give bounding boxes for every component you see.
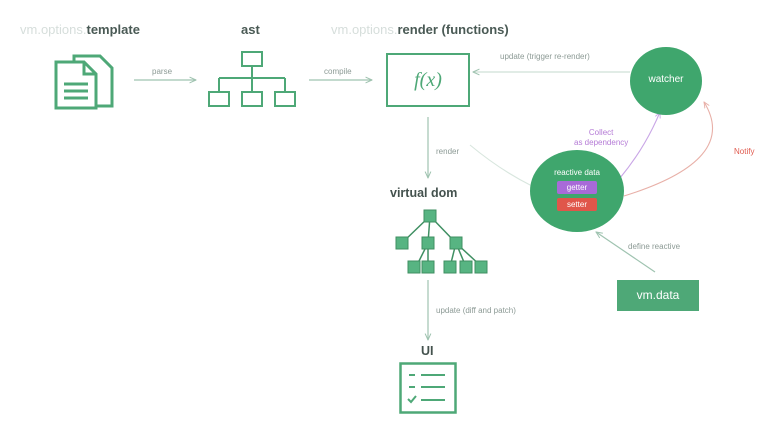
header-ast-label: ast [241,22,260,37]
vm-data-box: vm.data [617,280,699,311]
notify-arrow [623,102,714,197]
collect-arrow [619,112,660,179]
header-render: vm.options.render (functions) [331,22,509,37]
getter-badge: getter [557,181,597,194]
virtual-dom-tree-icon [395,209,488,274]
ui-title: UI [421,344,434,358]
virtual-dom-title: virtual dom [390,186,458,200]
template-document-icon [54,54,114,110]
header-template-main: template [86,22,140,37]
watcher-node: watcher [630,47,702,115]
reactive-data-node: reactive data getter setter [530,150,624,232]
vm-data-label: vm.data [636,288,680,302]
render-label: render [436,147,460,156]
header-render-prefix: vm.options. [331,22,398,37]
ui-checklist-icon [399,362,457,414]
collect-label: Collect as dependency [574,128,629,147]
define-reactive-label: define reactive [628,242,681,251]
setter-badge: setter [557,198,597,211]
render-function-label: f(x) [414,69,442,91]
header-template: vm.options.template [20,22,140,37]
ast-tree-icon [208,51,296,107]
header-render-main: render (functions) [397,22,509,37]
notify-label: Notify [734,147,755,156]
reactive-data-label: reactive data [554,168,600,177]
header-template-prefix: vm.options. [20,22,87,37]
watcher-label: watcher [648,74,684,85]
header-ast: ast [241,22,260,37]
update-trigger-label: update (trigger re-render) [500,52,590,61]
update-diff-label: update (diff and patch) [436,306,516,315]
compile-label: compile [324,67,352,76]
render-function-box: f(x) [386,53,470,107]
parse-label: parse [152,67,173,76]
define-reactive-arrow [596,232,656,273]
render-curve [469,144,533,187]
